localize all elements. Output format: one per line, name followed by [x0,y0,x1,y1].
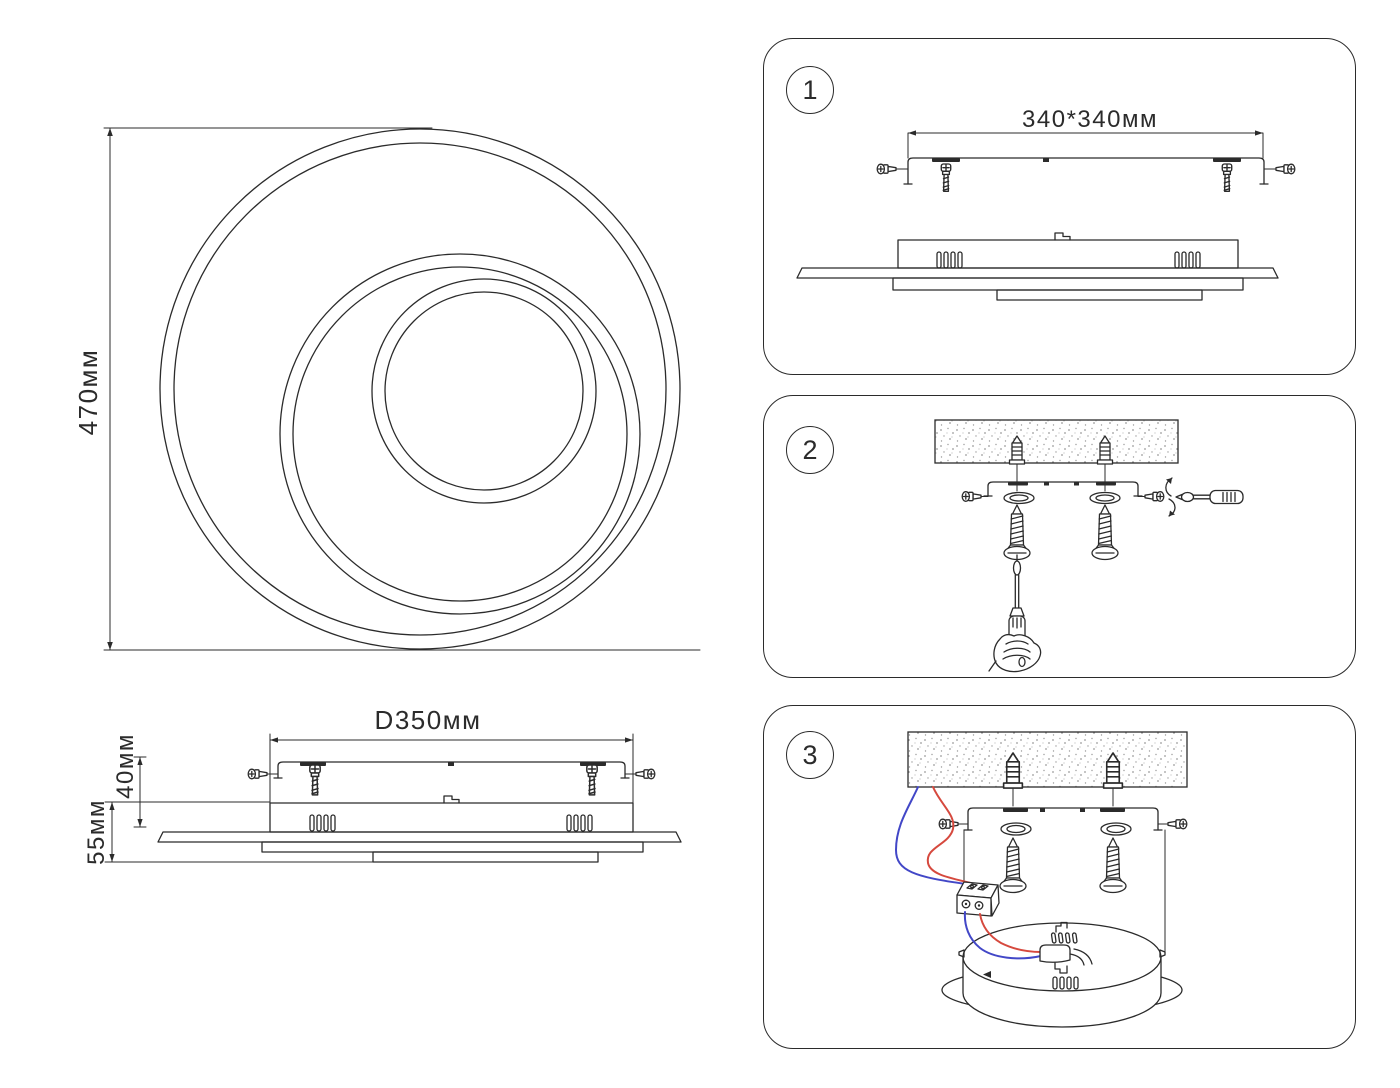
top-view-dimension [103,127,701,651]
mounting-bracket [273,761,630,779]
wire-blue [894,786,967,885]
step-1-number: 1 [802,74,818,105]
side-view-upper-height-dimension [133,756,147,828]
lamp-top-view-drawing [103,127,701,651]
side-screw-icon [247,768,656,780]
top-view-diameter-label: 470мм [72,348,103,436]
screwdriver-icon [1175,489,1244,505]
step-3-number: 3 [802,739,818,770]
side-screw-icon [961,491,1165,502]
side-view-total-height-label: 55мм [83,799,110,865]
step-1-badge: 1 [786,66,834,114]
vent-slots [936,251,1201,269]
lamp-rings [159,128,681,650]
mounting-bracket [983,481,1143,505]
mounting-screw-icon [1003,504,1119,561]
wire-red [926,786,983,887]
mounting-screw-icon [999,837,1127,894]
wall-anchor-icon [1008,435,1114,492]
side-view-total-height-dimension [104,801,374,863]
side-screw-icon [938,818,1188,954]
step-1-drawing [796,130,1296,301]
bracket-screw-icon [309,764,598,796]
step-1-plate-size-label: 340*340мм [1022,106,1158,133]
lamp-body-side [796,232,1279,301]
step-2-drawing [934,419,1244,673]
wire-blue-out [963,911,1042,960]
step-2-badge: 2 [786,426,834,474]
step-3-drawing [894,731,1188,1028]
wire-red-out [979,913,1042,953]
ceiling [907,731,1188,788]
step-1-panel [763,38,1356,375]
side-screw-icon [876,163,1296,175]
bracket-screw-icon [940,163,1233,192]
mounting-bracket [963,807,1163,836]
lamp-base [941,921,1183,1028]
lamp-body-side [157,795,682,863]
hand-icon [988,633,1042,673]
wall-anchor-icon [1002,752,1124,807]
terminal-block [956,881,1000,917]
side-view-diameter-dimension [269,733,634,804]
mounting-bracket [903,157,1269,185]
lamp-side-view-drawing [104,733,682,863]
rotation-arrow-icon [1165,477,1176,517]
screwdriver-in-hand-icon [988,554,1042,673]
vent-slots [309,814,593,832]
step-3-badge: 3 [786,731,834,779]
lamp-wire-connector [1039,944,1093,966]
side-view-upper-height-label: 40мм [112,733,139,799]
ceiling [934,419,1179,464]
plate-dimension [907,130,1264,159]
side-view-diameter-label: D350мм [374,704,482,735]
base-details [958,921,1166,990]
step-2-number: 2 [802,434,818,465]
